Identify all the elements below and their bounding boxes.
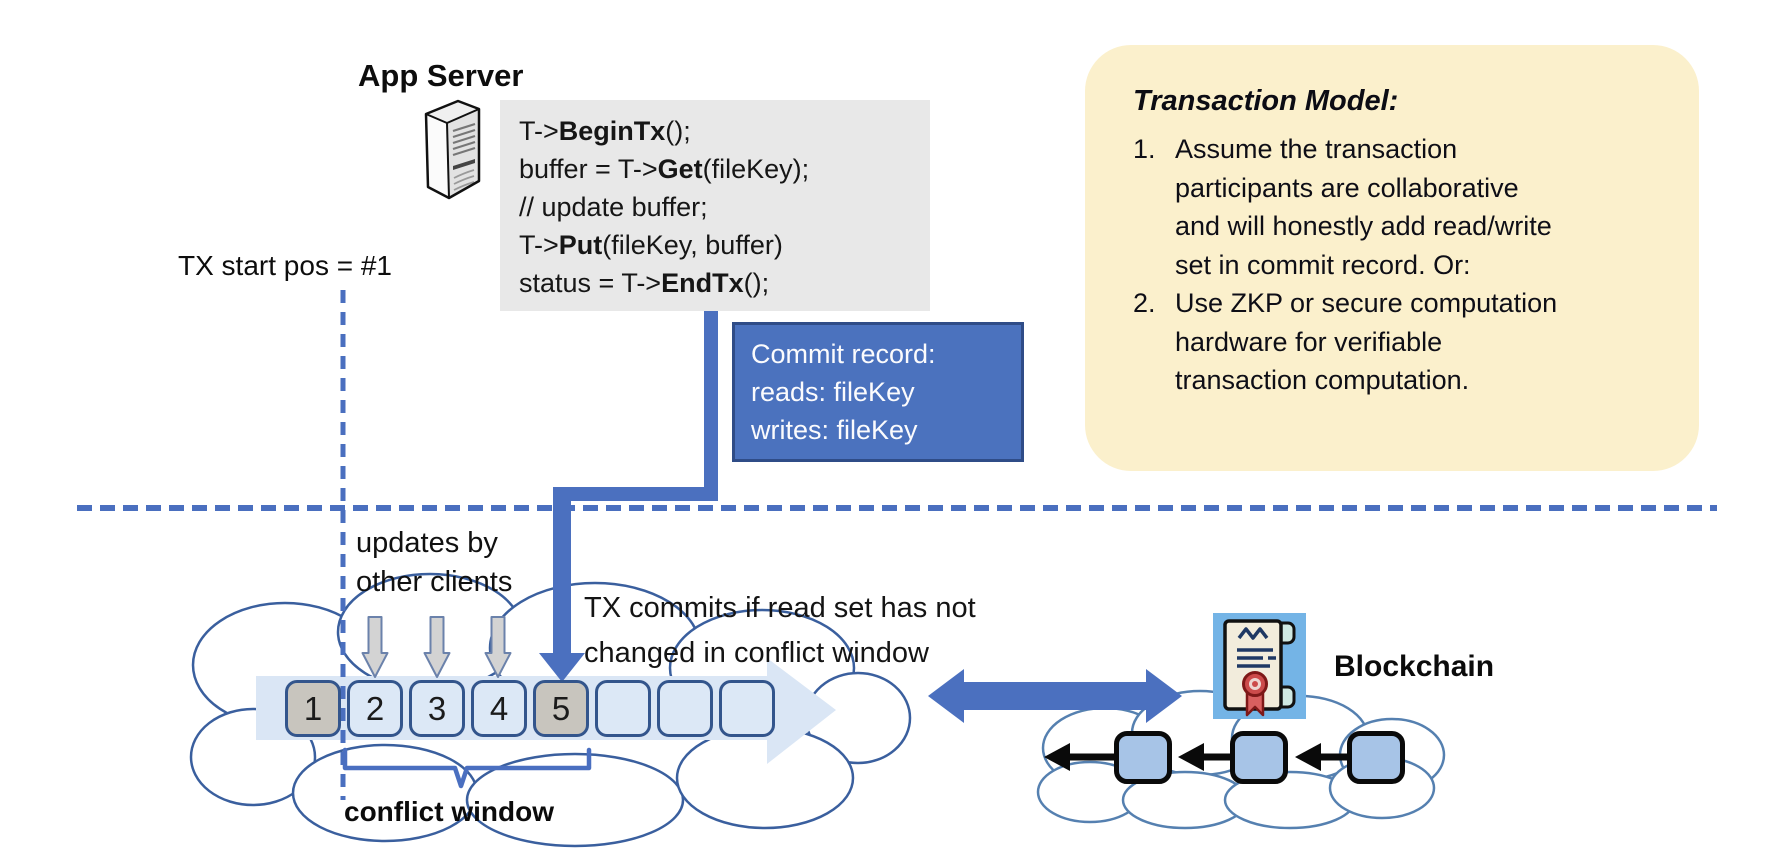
- app-server-title: App Server: [358, 58, 524, 93]
- code-line: T->BeginTx();: [519, 116, 691, 146]
- commit-record-line: Commit record:: [751, 339, 936, 369]
- update-arrow-icon: [484, 616, 512, 678]
- transaction-model-title: Transaction Model:: [1133, 85, 1399, 117]
- smart-contract-certificate-icon: [1213, 613, 1306, 719]
- timeline-block-8: [719, 680, 775, 737]
- commit-record-box: Commit record: reads: fileKey writes: fi…: [732, 322, 1024, 462]
- tx-commit-note: TX commits if read set has not changed i…: [584, 592, 976, 669]
- timeline-block-2: 2: [347, 680, 403, 737]
- chain-link-arrows: [1044, 743, 1347, 771]
- tx-start-label: TX start pos = #1: [178, 250, 392, 281]
- transaction-model-panel: Transaction Model: 1.Assume the transact…: [1085, 45, 1699, 471]
- update-arrows: [361, 616, 512, 678]
- code-line: status = T->EndTx();: [519, 268, 770, 298]
- conflict-window-brace: [342, 747, 592, 789]
- update-arrow-icon: [361, 616, 389, 678]
- code-line: T->Put(fileKey, buffer): [519, 230, 783, 260]
- chain-block-3: [1347, 731, 1405, 784]
- sync-double-arrow: [928, 669, 1182, 723]
- server-tower-icon: [424, 99, 481, 200]
- timeline-block-4: 4: [471, 680, 527, 737]
- timeline-block-5: 5: [533, 680, 589, 737]
- chain-block-1: [1114, 731, 1172, 784]
- timeline-block-7: [657, 680, 713, 737]
- timeline-block-6: [595, 680, 651, 737]
- blockchain-label: Blockchain: [1334, 650, 1495, 683]
- commit-connector-arrow: [539, 307, 718, 682]
- chain-block-2: [1230, 731, 1288, 784]
- code-block: T->BeginTx(); buffer = T->Get(fileKey); //…: [500, 100, 930, 311]
- conflict-window-label: conflict window: [344, 796, 554, 827]
- code-line: // update buffer;: [519, 192, 708, 222]
- update-arrow-icon: [423, 616, 451, 678]
- timeline-block-1: 1: [285, 680, 341, 737]
- updates-by-other-clients-label: updates by other clients: [356, 527, 513, 598]
- commit-record-line: reads: fileKey: [751, 377, 915, 407]
- code-line: buffer = T->Get(fileKey);: [519, 154, 810, 184]
- commit-record-line: writes: fileKey: [751, 415, 918, 445]
- timeline-block-3: 3: [409, 680, 465, 737]
